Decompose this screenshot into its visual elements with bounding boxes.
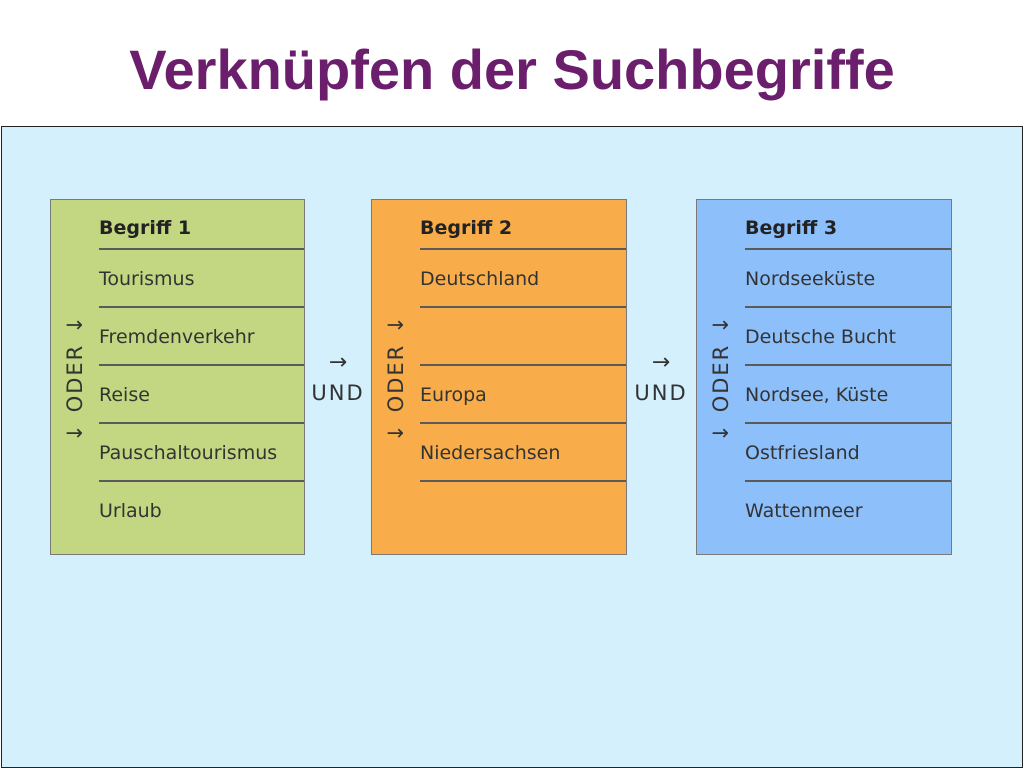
arrow-down-icon: ↓ <box>384 314 408 334</box>
column-header: Begriff 2 <box>420 200 626 250</box>
term-item: Deutsche Bucht <box>745 308 951 366</box>
arrow-right-icon: → <box>328 350 348 375</box>
term-item: Niedersachsen <box>420 424 626 482</box>
column-header: Begriff 3 <box>745 200 951 250</box>
und-connector: → UND <box>306 348 370 408</box>
und-text: UND <box>311 381 365 405</box>
oder-text: ODER <box>384 343 408 413</box>
oder-text: ODER <box>63 343 87 413</box>
slide-title: Verknüpfen der Suchbegriffe <box>129 38 895 101</box>
term-item: Tourismus <box>99 250 304 308</box>
column-begriff-1: ↓ ODER ↓ Begriff 1 Tourismus Fremdenverkeh… <box>50 199 305 555</box>
term-item: Deutschland <box>420 250 626 308</box>
term-item: Wattenmeer <box>745 500 863 522</box>
arrow-down-icon: ↓ <box>709 314 733 334</box>
arrow-down-icon: ↓ <box>63 422 87 442</box>
column-begriff-3: ↓ ODER ↓ Begriff 3 Nordseeküste Deutsche B… <box>696 199 952 555</box>
term-item: Urlaub <box>99 500 162 522</box>
arrow-down-icon: ↓ <box>384 422 408 442</box>
column-begriff-2: ↓ ODER ↓ Begriff 2 Deutschland Europa Nied… <box>371 199 627 555</box>
term-item: Nordseeküste <box>745 250 951 308</box>
oder-label: ↓ ODER ↓ <box>376 200 416 556</box>
und-text: UND <box>634 381 688 405</box>
term-item: Fremdenverkehr <box>99 308 304 366</box>
term-item: Europa <box>420 366 626 424</box>
arrow-right-icon: → <box>651 350 671 375</box>
arrow-down-icon: ↓ <box>709 422 733 442</box>
term-item <box>420 308 626 366</box>
term-item: Pauschaltourismus <box>99 424 304 482</box>
oder-label: ↓ ODER ↓ <box>701 200 741 556</box>
term-item: Reise <box>99 366 304 424</box>
und-connector: → UND <box>629 348 693 408</box>
term-item: Ostfriesland <box>745 424 951 482</box>
arrow-down-icon: ↓ <box>63 314 87 334</box>
column-header: Begriff 1 <box>99 200 304 250</box>
oder-label: ↓ ODER ↓ <box>55 200 95 556</box>
term-item <box>420 482 626 538</box>
term-item: Nordsee, Küste <box>745 366 951 424</box>
oder-text: ODER <box>709 343 733 413</box>
